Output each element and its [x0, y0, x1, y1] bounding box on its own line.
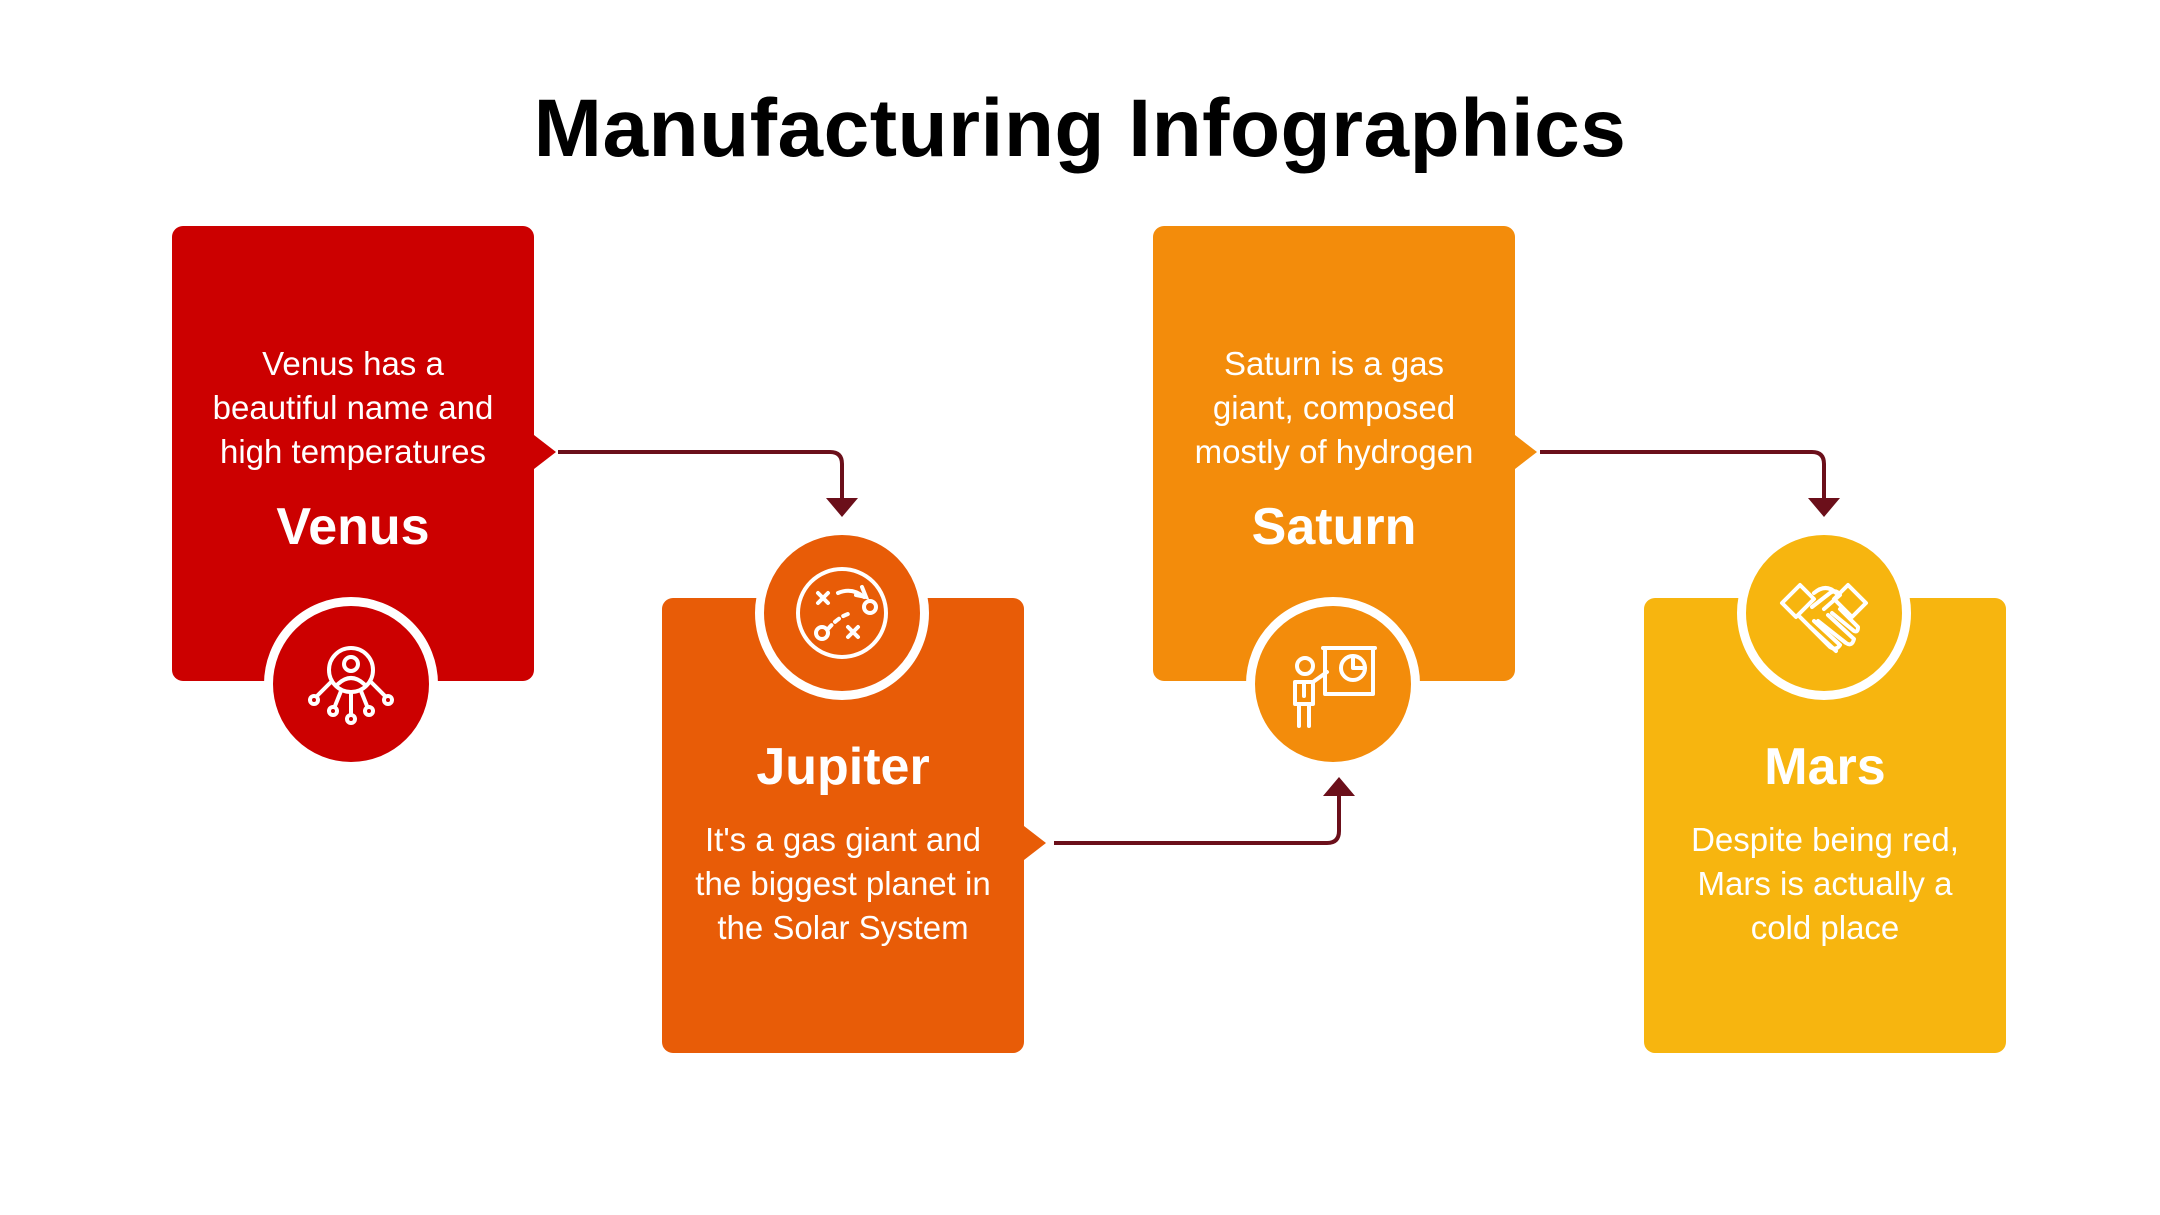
connector-venus-jupiter [558, 450, 844, 498]
saturn-pointer [1515, 435, 1537, 469]
mars-heading: Mars [1764, 738, 1886, 796]
venus-icon-circle [264, 597, 438, 771]
jupiter-pointer [1024, 826, 1046, 860]
jupiter-heading: Jupiter [756, 738, 930, 796]
presentation-icon [1293, 646, 1377, 728]
connector-saturn-mars [1540, 450, 1826, 498]
arrowhead-mars [1808, 498, 1840, 517]
venus-heading: Venus [276, 498, 430, 556]
venus-pointer [534, 435, 556, 469]
strategy-play-icon [796, 567, 888, 659]
person-network-icon [308, 646, 394, 725]
mars-icon-circle [1737, 526, 1911, 700]
handshake-icon [1780, 583, 1868, 653]
mars-description: Despite being red, Mars is actually a co… [1691, 821, 1959, 946]
connector-jupiter-saturn [1054, 796, 1341, 845]
saturn-icon-circle [1246, 597, 1420, 771]
venus-description: Venus has a beautiful name and high temp… [212, 345, 494, 470]
saturn-description: Saturn is a gas giant, composed mostly o… [1194, 345, 1474, 470]
arrowhead-jupiter [826, 498, 858, 517]
card-venus: Venus has a beautiful name and high temp… [172, 226, 556, 681]
page-title: Manufacturing Infographics [533, 83, 1627, 174]
jupiter-icon-circle [755, 526, 929, 700]
saturn-heading: Saturn [1251, 498, 1417, 556]
jupiter-description: It's a gas giant and the biggest planet … [695, 821, 991, 946]
arrowhead-saturn [1323, 777, 1355, 796]
